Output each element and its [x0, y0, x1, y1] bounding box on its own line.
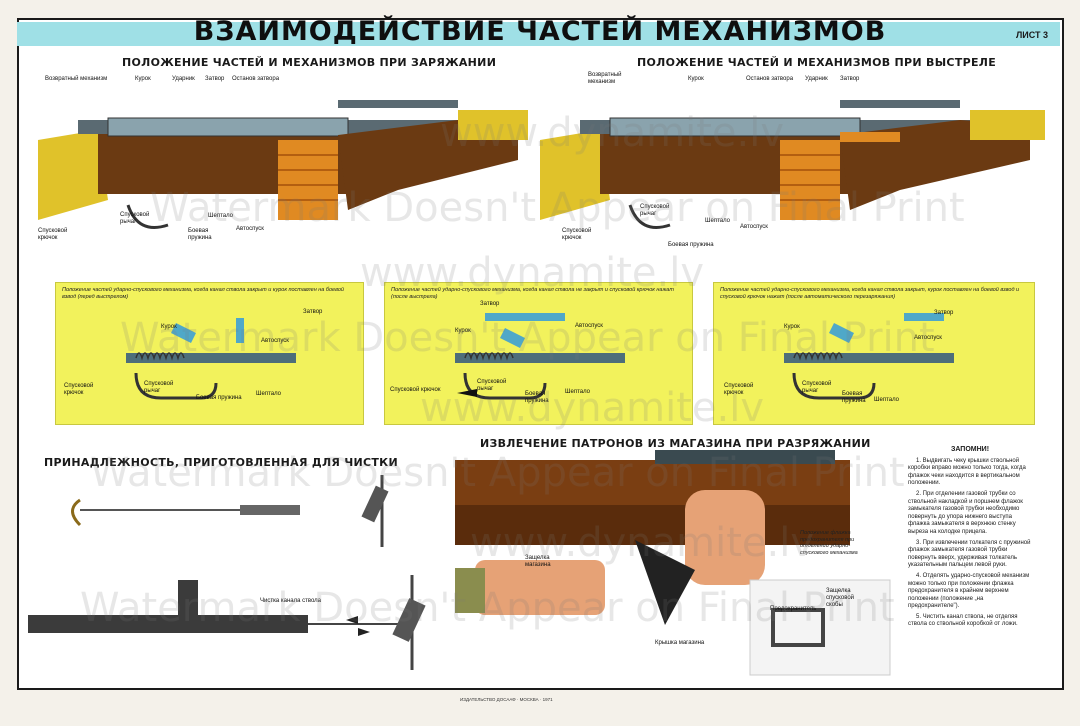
panel-1-pruzhina: Боевая пружина [196, 395, 242, 401]
panel-1-avtospusk: Автоспуск [261, 338, 289, 344]
panel-3-kurok: Курок [784, 324, 800, 330]
watermark: www.dynamite.lv [360, 250, 704, 296]
label-r-sheptalo: Шептало [705, 218, 731, 224]
label-udarnik: Ударник [172, 76, 195, 82]
rifle-barrel-cleaning [28, 575, 426, 670]
watermark: www.dynamite.lv [420, 385, 764, 431]
label-zatvor: Затвор [205, 76, 225, 82]
panel-2-rychag: Спусковой рычаг [477, 379, 507, 392]
panel-3-caption: Положение частей ударно-спускового механ… [720, 287, 1020, 300]
label-r-avtospusk: Автоспуск [740, 224, 768, 230]
memo-item: 4. Отделять ударно-спусковой механизм мо… [908, 572, 1030, 610]
panel-1-zatvor: Затвор [303, 309, 323, 315]
label-r-udarnik: Ударник [805, 76, 828, 82]
panel-2-caption: Положение частей ударно-спускового механ… [391, 287, 674, 300]
label-avtospusk: Автоспуск [236, 226, 264, 232]
panel-3-kryuchok: Спусковой крючок [724, 383, 754, 396]
firing-heading: ПОЛОЖЕНИЕ ЧАСТЕЙ И МЕХАНИЗМОВ ПРИ ВЫСТРЕ… [637, 56, 997, 69]
label-r-kryuchok: Спусковой крючок [562, 228, 592, 241]
label-zashelka-skoby: Защелка спусковой скобы [826, 588, 855, 608]
panel-2-pruzhina: Боевая пружина [525, 391, 549, 404]
sheet-number: ЛИСТ 3 [1015, 30, 1048, 40]
label-ostanov: Останов затвора [232, 76, 280, 82]
memo-item: 3. При извлечении толкателя с пружиной ф… [908, 539, 1031, 569]
cleaning-rod [71, 475, 389, 547]
unload-heading: ИЗВЛЕЧЕНИЕ ПАТРОНОВ ИЗ МАГАЗИНА ПРИ РАЗР… [480, 437, 871, 450]
label-sheptalo: Шептало [208, 213, 234, 219]
unloading-illustration [455, 450, 891, 676]
watermark: www.dynamite.lv [440, 110, 784, 156]
label-r-boevaya: Боевая пружина [668, 242, 714, 248]
watermark: www.dynamite.lv [470, 520, 814, 566]
panel-3-zatvor: Затвор [934, 310, 954, 316]
panel-2-avtospusk: Автоспуск [575, 323, 603, 329]
title-band [17, 22, 1060, 46]
panel-3: Положение частей ударно-спускового механ… [713, 282, 1035, 425]
label-boevaya: Боевая пружина [188, 228, 212, 241]
panel-1-caption: Положение частей ударно-спускового механ… [62, 287, 344, 300]
label-kurok: Курок [135, 76, 151, 82]
label-kryshka: Крышка магазина [655, 640, 705, 646]
loading-heading: ПОЛОЖЕНИЕ ЧАСТЕЙ И МЕХАНИЗМОВ ПРИ ЗАРЯЖА… [122, 56, 497, 69]
memo-item: 1. Выдвигать чеку крышки ствольной короб… [908, 457, 1026, 487]
label-r-zatvor: Затвор [840, 76, 860, 82]
watermark: Watermark Doesn't Appear on Final Print [120, 315, 935, 361]
panel-1-mechanism [126, 318, 296, 400]
poster-title: ВЗАИМОДЕЙСТВИЕ ЧАСТЕЙ МЕХАНИЗМОВ [193, 16, 887, 47]
panel-1-sheptalo: Шептало [256, 391, 282, 397]
memo-item: 5. Чистить канал ствола, не отделяя ство… [908, 613, 1018, 628]
panel-2: Положение частей ударно-спускового механ… [384, 282, 693, 425]
watermark: Watermark Doesn't Appear on Final Print [90, 450, 905, 496]
panel-3-rychag: Спусковой рычаг [802, 381, 832, 394]
panel-3-mechanism [784, 313, 954, 400]
remember-title: ЗАПОМНИ! [950, 446, 990, 453]
label-r-rychag: Спусковой рычаг [640, 204, 670, 217]
bore-cleaning-label: Чистка канала ствола [260, 598, 322, 604]
panel-1: Положение частей ударно-спускового механ… [55, 282, 364, 425]
label-vozvrat: Возвратный механизм [45, 76, 108, 82]
rifle-cutaway-loading [38, 100, 528, 229]
panel-3-pruzhina: Боевая пружина [842, 391, 866, 404]
memo-item: 2. При отделении газовой трубки со ствол… [908, 490, 1023, 535]
label-r-kurok: Курок [688, 76, 704, 82]
panel-1-kryuchok: Спусковой крючок [64, 383, 94, 396]
rifle-cutaway-firing [540, 100, 1045, 229]
watermark: Watermark Doesn't Appear on Final Print [80, 585, 895, 631]
label-r-vozvrat: Возвратный механизм [588, 72, 622, 85]
panel-2-sheptalo: Шептало [565, 389, 591, 395]
label-predohranitel: Предохранитель [770, 606, 817, 612]
panel-2-mechanism [455, 313, 625, 400]
panel-1-rychag: Спусковой рычаг [144, 381, 174, 394]
label-kryuchok: Спусковой крючок [38, 228, 68, 241]
panel-3-sheptalo: Шептало [874, 397, 900, 403]
label-r-ostanov: Останов затвора [746, 76, 794, 82]
label-zashelka: Защелка магазина [525, 555, 551, 568]
panel-1-kurok: Курок [161, 324, 177, 330]
watermark: Watermark Doesn't Appear on Final Print [150, 185, 965, 231]
panel-2-zatvor: Затвор [480, 301, 500, 307]
panel-2-kryuchok: Спусковой крючок [390, 387, 441, 393]
label-rychag: Спусковой рычаг [120, 212, 150, 225]
label-flag-caption: Положение флажка предохранителя при отде… [800, 530, 858, 556]
panel-3-avtospusk: Автоспуск [914, 335, 942, 341]
publisher-footer: ИЗДАТЕЛЬСТВО ДОСААФ · МОСКВА · 1971 [460, 697, 553, 702]
panel-2-kurok: Курок [455, 328, 471, 334]
remember-box: ЗАПОМНИ! 1. Выдвигать чеку крышки стволь… [908, 446, 1032, 632]
cleaning-heading: ПРИНАДЛЕЖНОСТЬ, ПРИГОТОВЛЕННАЯ ДЛЯ ЧИСТК… [44, 456, 398, 469]
